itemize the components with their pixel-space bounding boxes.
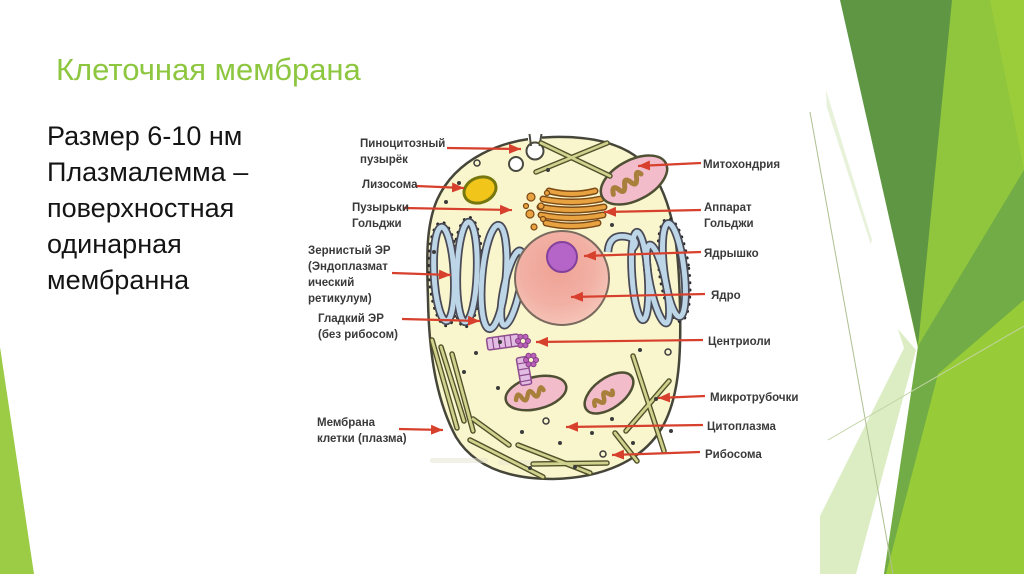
body-line: Плазмалемма – (47, 157, 249, 187)
page-title: Клеточная мембрана (56, 52, 361, 87)
label-line: Гольджи (352, 218, 402, 230)
label-line: Цитоплазма (707, 421, 776, 433)
label-line: Центриоли (708, 336, 771, 348)
label-line: Микротрубочки (710, 392, 799, 404)
label-microtubules: Микротрубочки (710, 390, 798, 406)
label-line: Ядрышко (704, 248, 759, 260)
label-ribosome: Рибосома (705, 447, 762, 463)
label-line: Рибосома (705, 449, 762, 461)
mitochondrion-bottom-right (583, 371, 635, 415)
right-facet-decoration (809, 0, 1024, 574)
label-line: (Эндоплазмат (308, 261, 388, 273)
label-cytoplasm: Цитоплазма (707, 419, 776, 435)
body-line: поверхностная (47, 193, 235, 223)
ribosome-dots (432, 159, 673, 470)
label-pinocytotic-vesicle: Пиноцитозный пузырёк (360, 136, 445, 168)
label-nucleus: Ядро (711, 288, 741, 304)
label-line: (без рибосом) (318, 329, 398, 341)
label-mitochondrion: Митохондрия (703, 157, 780, 173)
golgi-apparatus (536, 187, 608, 230)
endoplasmic-reticulum (427, 215, 692, 334)
nucleolus (546, 241, 578, 273)
label-line: клетки (плазма) (317, 433, 407, 445)
label-line: Ядро (711, 290, 741, 302)
label-lysosome: Лизосома (362, 177, 417, 193)
centrioles (485, 333, 539, 387)
label-line: пузырёк (360, 154, 408, 166)
body-text: Размер 6-10 нм Плазмалемма – поверхностн… (47, 118, 248, 298)
label-cell-membrane: Мембрана клетки (плазма) (317, 415, 407, 447)
label-line: Гольджи (704, 218, 754, 230)
label-line: Пиноцитозный (360, 138, 446, 150)
label-line: Пузырьки (352, 202, 409, 214)
label-line: Аппарат (704, 202, 752, 214)
label-smooth-er: Гладкий ЭР (без рибосом) (318, 311, 398, 343)
label-centrioles: Центриоли (708, 334, 771, 350)
microtubules (429, 140, 672, 480)
body-line: одинарная (47, 229, 182, 259)
label-golgi-vesicles: Пузырьки Гольджи (352, 200, 409, 232)
label-line: ический (308, 277, 355, 289)
label-nucleolus: Ядрышко (704, 246, 759, 262)
body-line: мембранна (47, 265, 190, 295)
pinocytotic-vesicle (508, 132, 545, 172)
mitochondrion-top (599, 154, 669, 206)
lysosome (462, 175, 498, 205)
body-line: Размер 6-10 нм (47, 121, 243, 151)
label-golgi-apparatus: Аппарат Гольджи (704, 200, 754, 232)
label-line: Митохондрия (703, 159, 781, 171)
label-line: Гладкий ЭР (318, 313, 384, 325)
label-line: Зернистый ЭР (308, 245, 391, 257)
label-line: Лизосома (362, 179, 418, 191)
label-line: ретикулум) (308, 293, 372, 305)
left-edge-decoration (0, 347, 34, 574)
golgi-vesicles (522, 189, 551, 231)
label-arrows (391, 143, 706, 460)
label-line: Мембрана (317, 417, 376, 429)
label-rough-er: Зернистый ЭР (Эндоплазмат ический ретику… (308, 243, 391, 307)
